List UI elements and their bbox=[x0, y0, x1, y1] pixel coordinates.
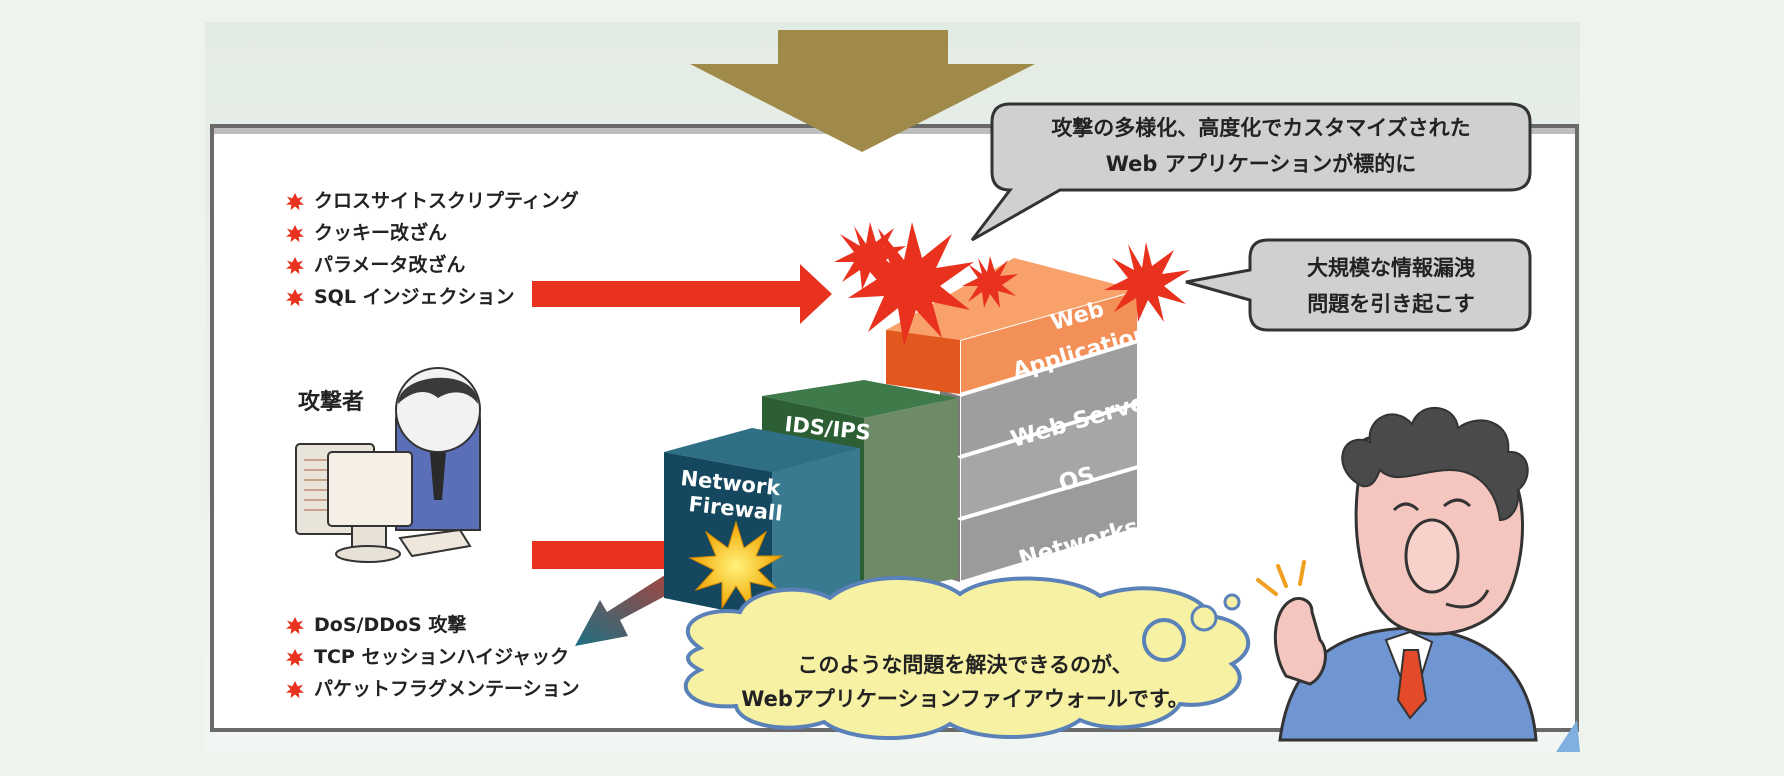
burst-bullet-icon bbox=[286, 225, 304, 243]
burst-bullet-icon bbox=[286, 617, 304, 635]
callout-top-bubble bbox=[970, 102, 1532, 242]
callout-right-bubble bbox=[1185, 238, 1532, 332]
attacker-figure bbox=[295, 367, 481, 563]
burst-bullet-icon bbox=[286, 289, 304, 307]
callout-right-text: 大規模な情報漏洩 問題を引き起こす bbox=[1307, 256, 1475, 316]
list-item: DoS/DDoS 攻撃 bbox=[286, 609, 580, 641]
list-item: パラメータ改ざん bbox=[286, 249, 579, 281]
impact-burst-icon bbox=[688, 520, 784, 612]
burst-bullet-icon bbox=[286, 681, 304, 699]
list-item: クッキー改ざん bbox=[286, 217, 579, 249]
list-item: SQL インジェクション bbox=[286, 281, 579, 313]
list-item: パケットフラグメンテーション bbox=[286, 673, 580, 705]
thought-text: このような問題を解決できるのが、 Webアプリケーションファイアウォールです。 bbox=[741, 653, 1189, 711]
burst-bullet-icon bbox=[286, 193, 304, 211]
presenter-figure bbox=[1256, 407, 1538, 742]
thought-cloud bbox=[683, 575, 1251, 740]
web-attack-arrow bbox=[532, 264, 832, 324]
attacker-label: 攻撃者 bbox=[298, 390, 365, 415]
network-attack-list: DoS/DDoS 攻撃 TCP セッションハイジャック パケットフラグメンテーシ… bbox=[286, 609, 580, 705]
list-item: TCP セッションハイジャック bbox=[286, 641, 580, 673]
web-attack-list: クロスサイトスクリプティング クッキー改ざん パラメータ改ざん SQL インジェ… bbox=[286, 185, 579, 313]
burst-bullet-icon bbox=[286, 257, 304, 275]
list-item: クロスサイトスクリプティング bbox=[286, 185, 579, 217]
attack-burst-icon bbox=[834, 222, 1190, 346]
down-arrow bbox=[690, 30, 1035, 152]
server-stack bbox=[886, 258, 1139, 584]
burst-bullet-icon bbox=[286, 649, 304, 667]
callout-top-text: 攻撃の多様化、高度化でカスタマイズされた Web アプリケーションが標的に bbox=[1051, 116, 1471, 176]
firewall-block bbox=[664, 428, 860, 620]
